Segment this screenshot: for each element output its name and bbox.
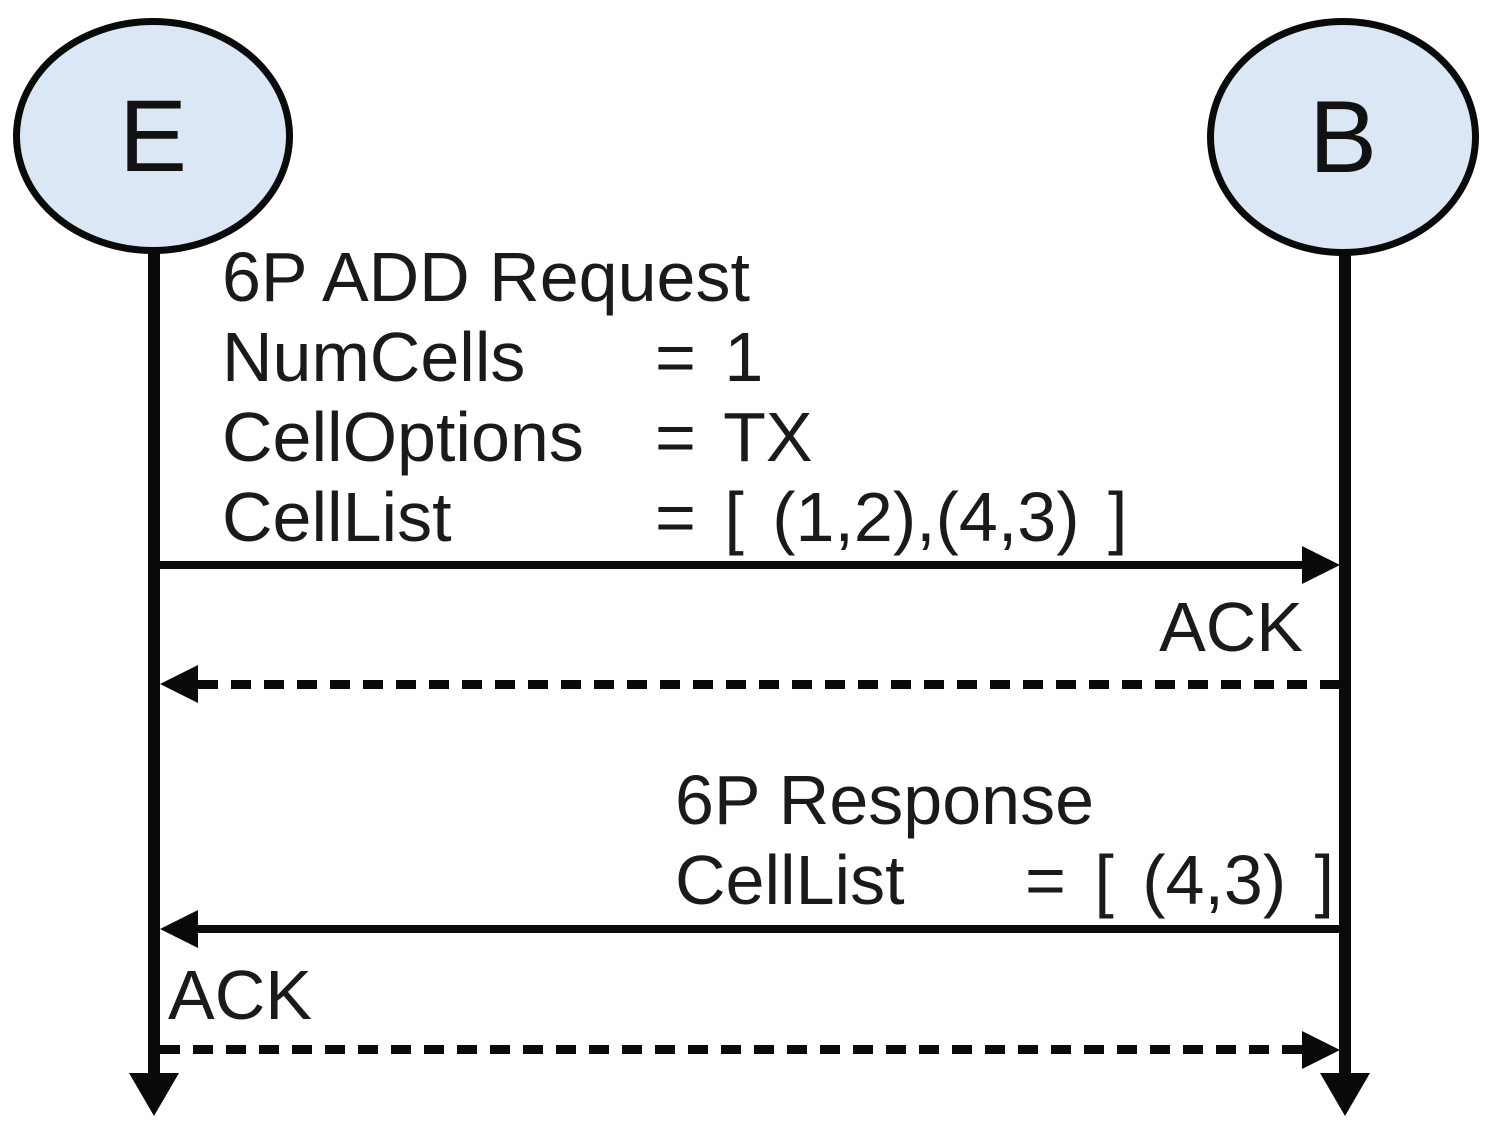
message-3-label-block: 6P Response CellList = [ (4,3) ] [675, 760, 1334, 920]
message-1-title-row: 6P ADD Request [222, 237, 1127, 317]
message-2-arrow-line [198, 680, 1339, 689]
message-2-label-block: ACK [1159, 587, 1303, 667]
message-1-label-block: 6P ADD Request NumCells = 1 CellOptions … [222, 237, 1127, 557]
message-1-arrow-line [154, 561, 1304, 569]
lifeline-e [148, 250, 160, 1075]
message-2-arrowhead-icon [160, 665, 198, 703]
message-3-arrowhead-icon [160, 910, 198, 948]
param-name-celllist-response: CellList [675, 841, 905, 919]
message-4-arrowhead-icon [1302, 1031, 1340, 1069]
param-value-numcells: = 1 [655, 318, 764, 396]
param-name-celloptions: CellOptions [222, 398, 584, 476]
actor-label-e: E [118, 79, 188, 193]
actor-label-b: B [1308, 80, 1378, 194]
actor-node-e: E [13, 18, 293, 254]
ack-label: ACK [168, 956, 312, 1034]
message-3-param-row: CellList = [ (4,3) ] [675, 840, 1334, 920]
message-3-title: 6P Response [675, 761, 1095, 839]
message-3-arrow-line [198, 925, 1339, 933]
message-4-label-block: ACK [168, 955, 312, 1035]
message-1-title: 6P ADD Request [222, 238, 750, 316]
param-value-celllist-response: = [ (4,3) ] [1025, 841, 1335, 919]
message-1-arrowhead-icon [1302, 546, 1340, 584]
message-3-title-row: 6P Response [675, 760, 1334, 840]
message-4-arrow-line [160, 1045, 1302, 1054]
ack-label: ACK [1159, 588, 1303, 666]
param-value-celllist: = [ (1,2),(4,3) ] [655, 478, 1128, 556]
message-1-param-row: CellList = [ (1,2),(4,3) ] [222, 477, 1127, 557]
actor-node-b: B [1207, 18, 1479, 256]
lifeline-b-arrowhead-icon [1320, 1073, 1370, 1116]
param-value-celloptions: = TX [655, 398, 813, 476]
param-name-numcells: NumCells [222, 318, 526, 396]
lifeline-e-arrowhead-icon [129, 1073, 179, 1116]
message-1-param-row: NumCells = 1 [222, 317, 1127, 397]
lifeline-b [1339, 253, 1351, 1075]
message-1-param-row: CellOptions = TX [222, 397, 1127, 477]
param-name-celllist: CellList [222, 478, 452, 556]
